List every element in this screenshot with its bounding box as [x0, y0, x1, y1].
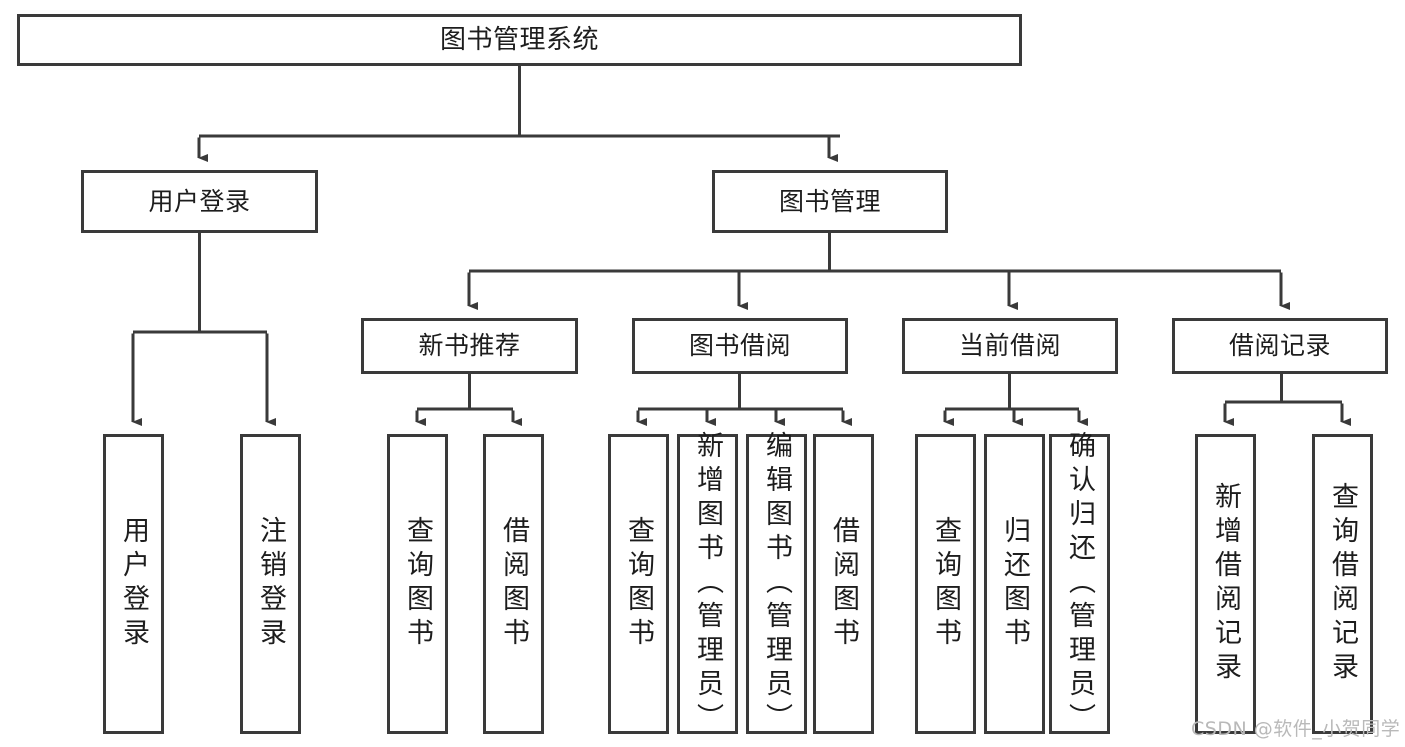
- node-new-book-recommend[interactable]: 新书推荐: [361, 318, 578, 374]
- node-label: 图书借阅: [688, 331, 791, 361]
- node-label: 借阅图书: [828, 516, 859, 652]
- csdn-watermark: CSDN @软件_小贺同学: [1191, 718, 1401, 740]
- node-label: 图书管理系统: [439, 24, 599, 55]
- leaf-borrow-book-recommend[interactable]: 借阅图书: [483, 434, 544, 734]
- node-label: 查询图书: [402, 516, 433, 652]
- node-label: 注销登录: [255, 516, 286, 652]
- node-borrow-record[interactable]: 借阅记录: [1172, 318, 1388, 374]
- leaf-edit-book-admin[interactable]: 编辑图书（管理员）: [746, 431, 807, 737]
- node-current-borrow[interactable]: 当前借阅: [902, 318, 1118, 374]
- leaf-add-book-admin[interactable]: 新增图书（管理员）: [677, 431, 738, 737]
- leaf-confirm-return-admin[interactable]: 确认归还（管理员）: [1049, 431, 1110, 737]
- leaf-logout-login[interactable]: 注销登录: [240, 434, 301, 734]
- node-label: 当前借阅: [958, 331, 1061, 361]
- leaf-return-book[interactable]: 归还图书: [984, 434, 1045, 734]
- leaf-add-borrow-record[interactable]: 新增借阅记录: [1195, 434, 1256, 734]
- node-label: 查询图书: [623, 516, 654, 652]
- node-book-borrow[interactable]: 图书借阅: [632, 318, 848, 374]
- node-label: 用户登录: [148, 186, 251, 216]
- leaf-query-book-recommend[interactable]: 查询图书: [387, 434, 448, 734]
- node-label: 确认归还（管理员）: [1064, 431, 1095, 737]
- node-label: 查询图书: [930, 516, 961, 652]
- node-root-book-management-system[interactable]: 图书管理系统: [17, 14, 1022, 66]
- leaf-borrow-book[interactable]: 借阅图书: [813, 434, 874, 734]
- node-label: 新增借阅记录: [1210, 482, 1241, 686]
- node-label: 归还图书: [999, 516, 1030, 652]
- node-label: 查询借阅记录: [1327, 482, 1358, 686]
- node-book-management[interactable]: 图书管理: [712, 170, 948, 233]
- node-label: 新增图书（管理员）: [692, 431, 723, 737]
- node-label: 图书管理: [778, 186, 881, 216]
- leaf-query-borrow-record[interactable]: 查询借阅记录: [1312, 434, 1373, 734]
- leaf-user-login[interactable]: 用户登录: [103, 434, 164, 734]
- node-label: 编辑图书（管理员）: [761, 431, 792, 737]
- node-label: 用户登录: [118, 516, 149, 652]
- node-label: 新书推荐: [418, 331, 521, 361]
- node-user-login[interactable]: 用户登录: [81, 170, 318, 233]
- leaf-query-book-current[interactable]: 查询图书: [915, 434, 976, 734]
- node-label: 借阅图书: [498, 516, 529, 652]
- node-label: 借阅记录: [1228, 331, 1331, 361]
- leaf-query-book-borrow[interactable]: 查询图书: [608, 434, 669, 734]
